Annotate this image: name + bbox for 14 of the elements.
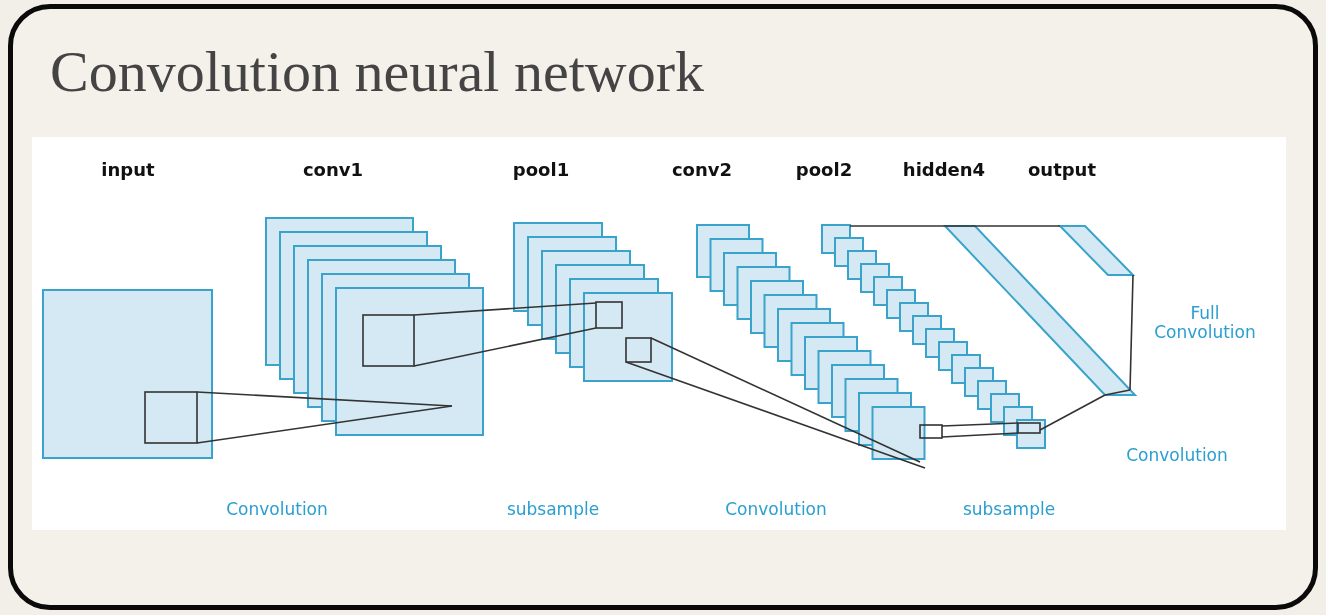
operation-label: Convolution bbox=[725, 499, 827, 519]
layer-label: conv1 bbox=[302, 160, 364, 180]
layer-label: output bbox=[1027, 160, 1097, 180]
operation-label: Convolution bbox=[226, 499, 328, 519]
layer-label: hidden4 bbox=[902, 160, 986, 180]
operation-label: subsample bbox=[962, 499, 1056, 519]
layer-label: input bbox=[101, 160, 155, 180]
layer-label: pool1 bbox=[512, 160, 570, 180]
operation-label: Convolution bbox=[1126, 445, 1228, 465]
operation-label: subsample bbox=[506, 499, 600, 519]
layer-label: conv2 bbox=[671, 160, 733, 180]
slide-title: Convolution neural network bbox=[50, 38, 704, 105]
layer-label: pool2 bbox=[795, 160, 853, 180]
operation-label: Full Convolution bbox=[1153, 304, 1257, 342]
